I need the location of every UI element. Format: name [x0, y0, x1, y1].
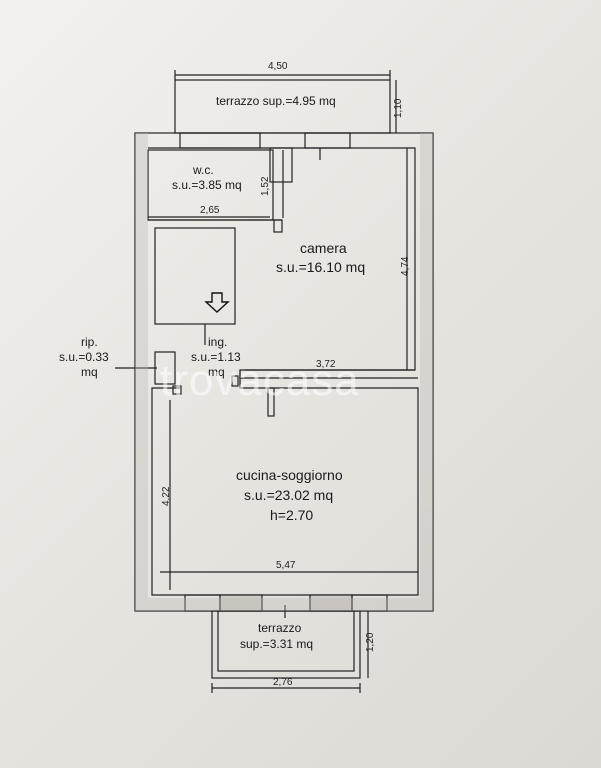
- cucina-name: cucina-soggiorno: [236, 467, 343, 483]
- cucina-area: s.u.=23.02 mq: [244, 487, 334, 503]
- ingresso-area: s.u.=1.13: [191, 350, 241, 364]
- dim-camera-width: 3,72: [316, 359, 336, 370]
- dim-wc-depth: 1,52: [260, 176, 271, 196]
- camera-name: camera: [300, 240, 347, 256]
- dim-wc-width: 2,65: [200, 205, 220, 216]
- terrazzo-top-label: terrazzo sup.=4.95 mq: [216, 94, 336, 108]
- rip-area: s.u.=0.33: [59, 350, 109, 364]
- rip-unit: mq: [81, 365, 98, 379]
- watermark-logo: trovacasa: [160, 356, 360, 405]
- dim-top-width: 4,50: [268, 61, 288, 72]
- wc-area: s.u.=3.85 mq: [172, 178, 242, 192]
- terrazzo-bottom-name: terrazzo: [258, 621, 302, 635]
- rip-name: rip.: [81, 335, 98, 349]
- dim-camera-depth: 4,74: [400, 256, 411, 276]
- dim-cucina-width: 5,47: [276, 560, 296, 571]
- shaft-walls: [154, 227, 236, 325]
- window-right: [351, 594, 388, 612]
- dim-bottom-width: 2,76: [273, 677, 293, 688]
- dim-top-depth: 1,10: [393, 98, 404, 118]
- cucina-height: h=2.70: [270, 507, 314, 523]
- wc-name: w.c.: [193, 163, 214, 177]
- camera-area: s.u.=16.10 mq: [276, 259, 366, 275]
- ingresso-name: ing.: [208, 335, 228, 349]
- dim-bottom-depth: 1,20: [365, 632, 376, 652]
- terrazzo-bottom-area: sup.=3.31 mq: [240, 637, 314, 651]
- entrance-arrow-icon: [204, 292, 230, 313]
- inner-wall-outline: [148, 147, 419, 596]
- ingresso-unit: mq: [208, 365, 225, 379]
- dim-cucina-depth: 4,22: [161, 486, 172, 506]
